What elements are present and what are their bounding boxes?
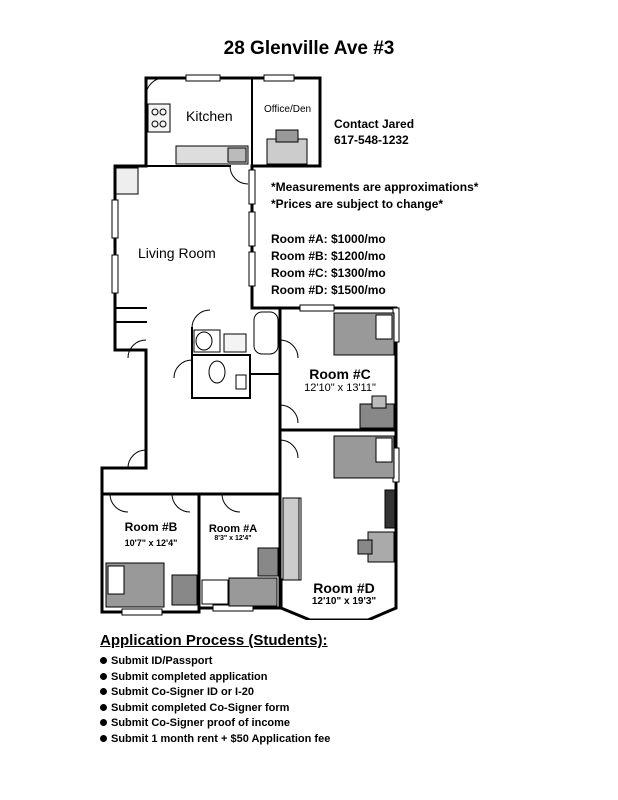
notes: *Measurements are approximations* *Price… [271, 179, 478, 213]
bullet-icon [100, 719, 107, 727]
note-prices: *Prices are subject to change* [271, 197, 444, 211]
room-a-label: Room #A 8'3" x 12'4" [201, 523, 265, 542]
list-item: Submit Co-Signer proof of income [100, 716, 330, 732]
room-b-size: 10'7" x 12'4" [124, 538, 178, 548]
room-c-size: 12'10" x 13'11" [304, 382, 376, 394]
room-d-label: Room #D 12'10" x 19'3" [296, 580, 392, 607]
bullet-icon [100, 703, 107, 711]
step-text: Submit 1 month rent + $50 Application fe… [111, 732, 331, 745]
floor-plan [100, 74, 400, 620]
outer-wall-top [144, 76, 322, 168]
room-c-name: Room #C [309, 366, 371, 382]
step-text: Submit ID/Passport [111, 655, 213, 667]
price-room-d: Room #D: $1500/mo [271, 283, 386, 297]
price-room-c: Room #C: $1300/mo [271, 266, 386, 280]
bullet-icon [100, 688, 107, 696]
list-item: Submit completed application [100, 670, 330, 686]
step-text: Submit Co-Signer ID or I-20 [111, 686, 255, 699]
room-c-label: Room #C 12'10" x 13'11" [288, 366, 392, 394]
office-den-label: Office/Den [264, 104, 312, 115]
room-d-size: 12'10" x 19'3" [311, 596, 377, 607]
living-room-label: Living Room [138, 245, 216, 261]
step-text: Submit completed Co-Signer form [111, 701, 290, 714]
page-title: 28 Glenville Ave #3 [223, 38, 395, 59]
price-room-b: Room #B: $1200/mo [271, 249, 386, 263]
list-item: Submit 1 month rent + $50 Application fe… [100, 732, 330, 748]
bullet-icon [100, 734, 107, 742]
list-item: Submit Co-Signer ID or I-20 [100, 685, 330, 701]
room-a-size: 8'3" x 12'4" [214, 535, 252, 542]
room-b-label: Room #B 10'7" x 12'4" [104, 520, 198, 548]
application-process: Application Process (Students): Submit I… [100, 632, 330, 748]
contact-phone: 617-548-1232 [334, 133, 409, 147]
kitchen-label: Kitchen [186, 108, 233, 124]
room-d-name: Room #D [313, 580, 375, 596]
contact-name: Contact Jared [334, 117, 415, 131]
application-steps: Submit ID/Passport Submit completed appl… [100, 654, 330, 748]
step-text: Submit completed application [111, 670, 268, 683]
list-item: Submit ID/Passport [100, 654, 330, 670]
step-text: Submit Co-Signer proof of income [111, 717, 291, 730]
bullet-icon [100, 672, 107, 680]
price-list: Room #A: $1000/mo Room #B: $1200/mo Room… [271, 231, 386, 299]
note-measurements: *Measurements are approximations* [271, 180, 479, 194]
contact-info: Contact Jared 617-548-1232 [334, 116, 414, 148]
price-room-a: Room #A: $1000/mo [271, 232, 386, 246]
list-item: Submit completed Co-Signer form [100, 701, 330, 717]
room-a-name: Room #A [208, 523, 258, 535]
room-b-name: Room #B [124, 520, 178, 534]
outer-wall [100, 76, 283, 614]
application-title: Application Process (Students): [100, 632, 328, 649]
bullet-icon [100, 657, 107, 664]
